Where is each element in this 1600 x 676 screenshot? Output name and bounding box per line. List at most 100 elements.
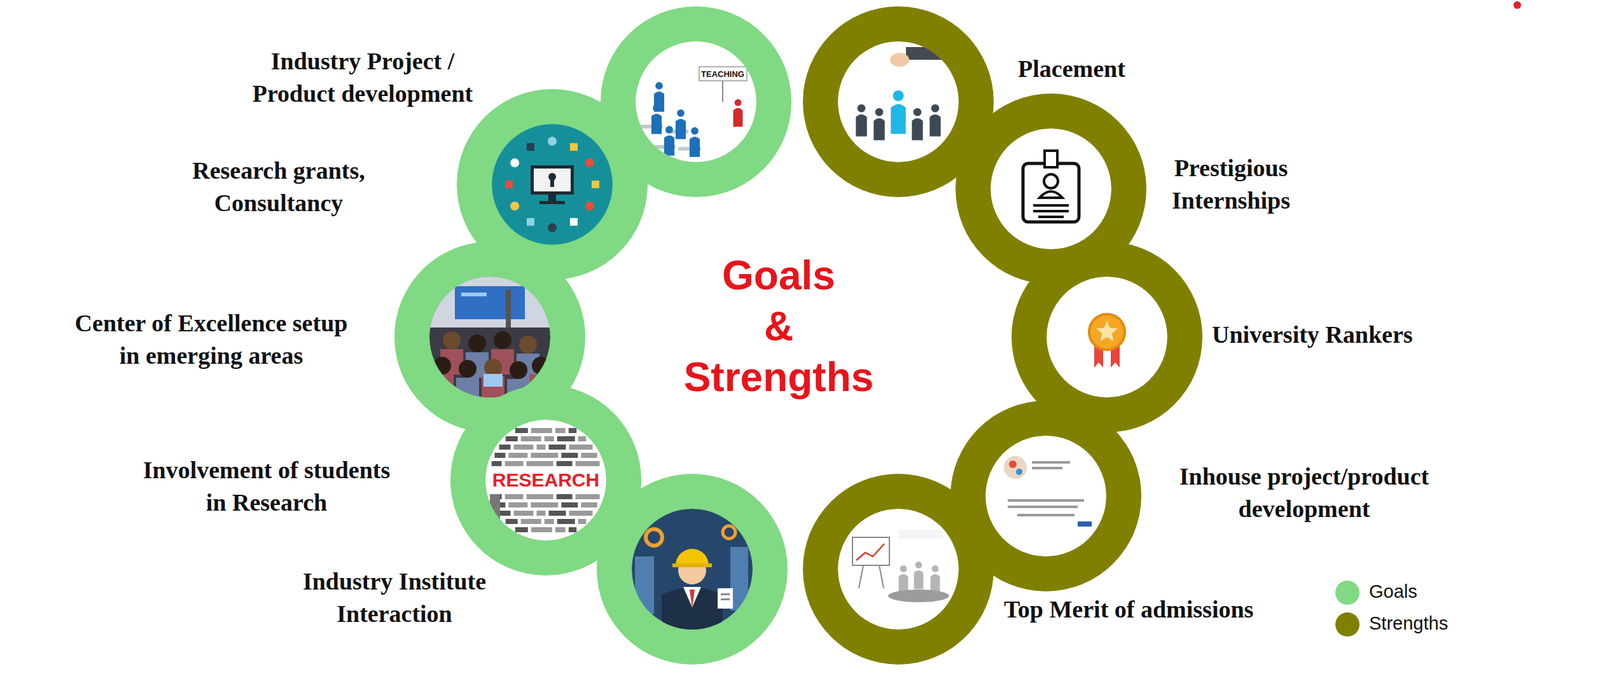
illustration-part [505, 519, 518, 525]
illustration-part [510, 158, 520, 168]
illustration-part [651, 113, 662, 135]
illustration-part [526, 461, 554, 467]
illustration-part [533, 168, 571, 192]
illustration-part [676, 109, 685, 118]
strength-circle: Top Merit of admissions [802, 473, 994, 665]
illustration-part [733, 108, 744, 127]
illustration-part [689, 136, 700, 158]
illustration-part [433, 356, 452, 375]
illustration-part [1043, 174, 1058, 189]
illustration-part [536, 510, 546, 516]
illustration-part [929, 114, 941, 137]
illustration-part [913, 108, 922, 117]
illustration-part [898, 529, 943, 539]
illustration-part [1089, 314, 1125, 350]
node-label: Industry Project / Product development [229, 45, 497, 110]
illustration-part [857, 104, 866, 113]
illustration [837, 508, 959, 630]
node-label: Center of Excellence setup in emerging a… [69, 307, 354, 372]
illustration-part [585, 201, 595, 211]
legend-swatch [1335, 612, 1360, 637]
illustration-part [531, 428, 553, 434]
illustration-part [689, 589, 695, 609]
illustration-part [730, 547, 749, 611]
illustration-part [548, 194, 557, 202]
illustration-part [900, 565, 908, 573]
ring [802, 473, 994, 665]
illustration-part [1039, 191, 1063, 198]
illustration-part [888, 589, 950, 603]
illustration-part [561, 452, 578, 459]
illustration-part [645, 529, 663, 546]
red-dot [1513, 1, 1522, 9]
illustration [985, 435, 1107, 557]
illustration-part [578, 519, 587, 525]
node-label: Research grants, Consultancy [173, 154, 384, 219]
illustration-part [580, 452, 597, 459]
illustration-part [557, 519, 576, 525]
illustration-part [526, 218, 535, 226]
illustration-part [561, 502, 578, 508]
illustration-part [531, 527, 553, 533]
illustration-part [930, 574, 941, 593]
illustration-part [498, 444, 511, 450]
node-label: Top Merit of admissions [1003, 593, 1254, 627]
illustration-part [513, 510, 534, 516]
illustration-part [1022, 163, 1079, 223]
illustration-part [1038, 215, 1064, 219]
illustration-part [505, 289, 511, 328]
illustration-part [498, 510, 511, 516]
illustration-part [530, 165, 574, 195]
illustration-part [536, 444, 546, 450]
illustration-part [837, 508, 959, 630]
illustration-part [515, 527, 529, 533]
illustration-part [544, 436, 555, 442]
illustration-part [892, 90, 904, 102]
illustration-part [491, 124, 613, 245]
illustration-part [699, 66, 747, 81]
illustration-part [931, 104, 940, 113]
illustration-part [458, 360, 477, 378]
illustration-part [430, 374, 454, 401]
illustration-part [1003, 456, 1027, 480]
illustration-part [1033, 204, 1069, 207]
illustration-part [1015, 468, 1023, 476]
illustration-part [905, 47, 951, 60]
illustration-part [911, 118, 923, 140]
illustration-part [720, 593, 730, 596]
illustration-part [672, 563, 712, 568]
illustration-part [1033, 209, 1069, 213]
illustration-part [461, 292, 487, 297]
illustration-part [505, 436, 518, 442]
illustration [429, 276, 553, 405]
illustration-part [585, 158, 595, 168]
illustration-part [484, 358, 502, 377]
illustration-part [575, 461, 600, 467]
illustration-part [578, 436, 587, 442]
illustration-part [1096, 320, 1118, 342]
illustration-part [521, 519, 542, 525]
illustration-part [531, 356, 550, 375]
illustration-part [508, 452, 528, 459]
illustration-part [802, 473, 994, 665]
illustration-part [508, 502, 528, 508]
illustration-part [675, 549, 709, 566]
illustration-part [1077, 521, 1092, 527]
illustration-part [456, 377, 480, 404]
illustration-part [1008, 460, 1017, 469]
illustration-part [505, 494, 524, 500]
illustration-part [468, 334, 487, 353]
illustration-part [557, 436, 576, 442]
illustration-part [521, 436, 542, 442]
illustration-part [635, 41, 757, 163]
illustration [491, 124, 613, 245]
illustration-part [575, 494, 600, 500]
word-cloud-text: RESEARCH [489, 469, 602, 492]
illustration [1046, 276, 1168, 398]
sign-text: TEACHING [701, 69, 745, 79]
illustration-part [655, 82, 663, 90]
illustration-part [556, 461, 573, 467]
illustration-part [568, 444, 593, 450]
illustration-part [596, 473, 788, 665]
illustration-part [442, 331, 461, 350]
